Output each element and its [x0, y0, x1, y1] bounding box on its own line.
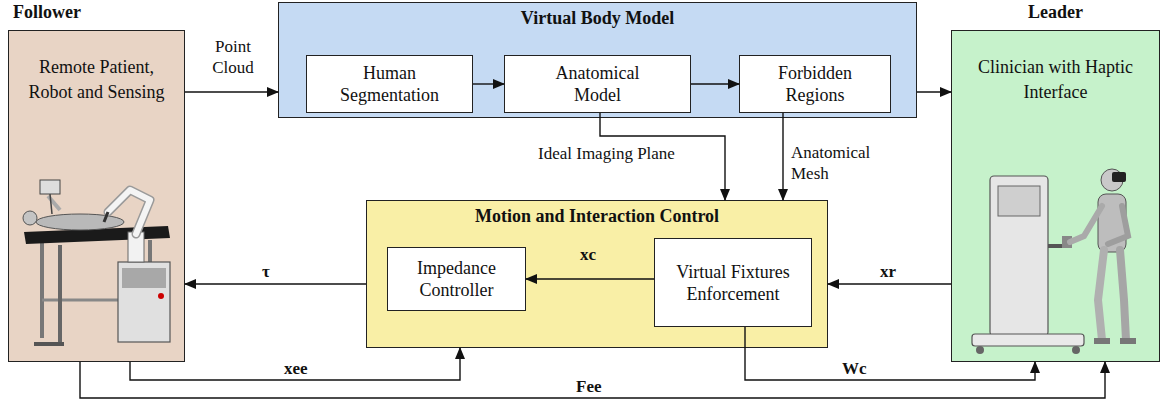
signal-name: Wc [842, 358, 882, 379]
signal-arrow [185, 91, 278, 92]
signal-arrow [691, 83, 739, 84]
box-label: Human Segmentation [325, 62, 455, 106]
model-group: Virtual Body ModelHuman Segmentation Anat… [278, 2, 917, 118]
signal-name: xr [880, 261, 920, 282]
signal-name: xee [284, 358, 334, 379]
process-box: Human Segmentation [306, 55, 473, 113]
edge-label: Point Cloud [200, 36, 266, 78]
signal-name: τ [262, 261, 292, 282]
panel-heading: Leader [1028, 1, 1083, 25]
follower-panel: FollowerRemote Patient, Robot and Sensin… [8, 30, 185, 362]
process-box: Impedance Controller [387, 247, 526, 311]
control-group: Motion and Interaction ControlImpedance … [366, 200, 828, 348]
leader-scene [972, 169, 1136, 354]
group-title: Virtual Body Model [521, 7, 674, 29]
box-label: Impedance Controller [402, 257, 512, 301]
signal-arrow [526, 278, 654, 279]
process-box: Virtual Fixtures Enforcement [654, 238, 812, 327]
panel-text: Remote Patient, Robot and Sensing [17, 55, 177, 105]
signal-arrow [473, 83, 504, 84]
leader-panel: LeaderClinician with Haptic Interface [951, 30, 1160, 362]
edge-label: Ideal Imaging Plane [538, 143, 720, 164]
process-box: Forbidden Regions [739, 55, 891, 113]
process-box: Anatomical Model [504, 55, 691, 113]
edge-label: Anatomical Mesh [791, 142, 903, 184]
box-label: Forbidden Regions [760, 62, 870, 106]
panel-heading: Follower [13, 1, 81, 25]
panel-text: Clinician with Haptic Interface [966, 55, 1146, 105]
follower-scene [23, 180, 170, 346]
signal-arrow [80, 362, 1105, 398]
box-label: Virtual Fixtures Enforcement [663, 261, 803, 305]
signal-arrow [185, 283, 366, 284]
signal-name: Fee [576, 376, 626, 397]
group-title: Motion and Interaction Control [475, 205, 719, 227]
signal-arrow [745, 327, 1035, 380]
signal-arrow [130, 348, 460, 380]
signal-arrow [782, 113, 783, 200]
signal-name: xc [580, 244, 620, 265]
signal-arrow [917, 91, 951, 92]
box-label: Anatomical Model [533, 62, 663, 106]
signal-arrow [828, 283, 951, 284]
